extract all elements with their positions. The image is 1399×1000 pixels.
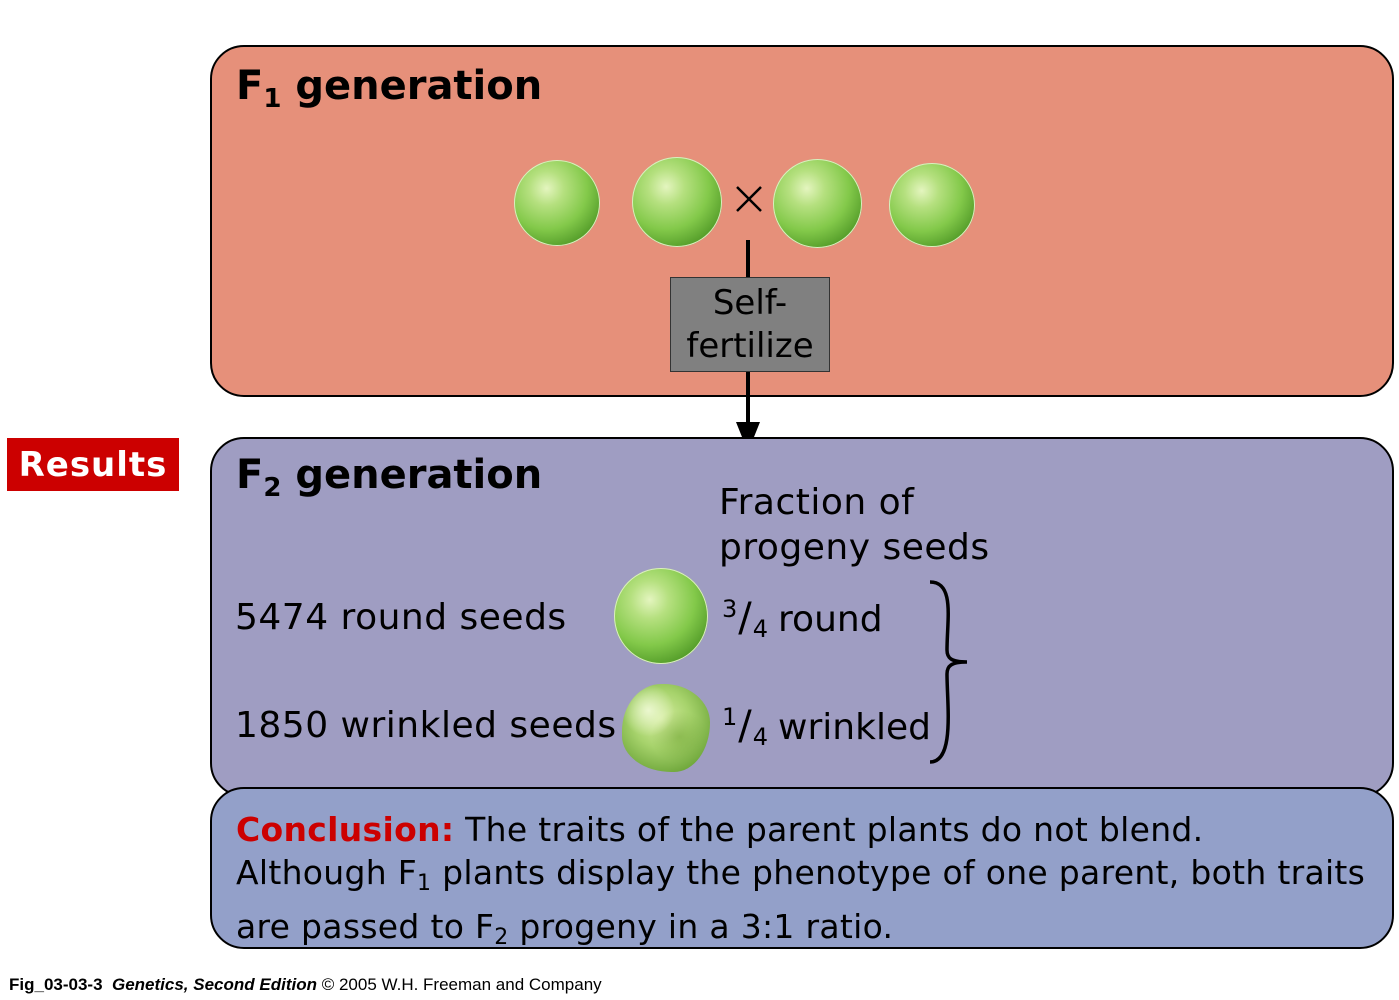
f1-generation-title: F1 generation — [236, 63, 543, 114]
copyright: © 2005 W.H. Freeman and Company — [316, 975, 602, 994]
self-fertilize-line-2: fertilize — [686, 325, 814, 366]
f1-round-pea-4 — [889, 163, 975, 247]
round-seed-count: 5474 round seeds — [235, 597, 567, 638]
f1-round-pea-3 — [773, 159, 862, 248]
self-fertilize-box: Self- fertilize — [670, 277, 830, 372]
conclusion-label: Conclusion: — [236, 810, 455, 849]
conclusion-line-2: Although F1 plants display the phenotype… — [236, 853, 1366, 896]
figure-caption: Fig_03-03-3 Genetics, Second Edition © 2… — [9, 975, 602, 995]
f2-wrinkled-pea — [622, 684, 710, 772]
right-brace-icon — [929, 580, 968, 764]
conclusion-line-3: are passed to F2 progeny in a 3:1 ratio. — [236, 907, 894, 950]
f1-round-pea-1 — [514, 160, 600, 246]
f2-generation-panel — [210, 437, 1394, 797]
conclusion-text: Conclusion: The traits of the parent pla… — [236, 808, 1386, 959]
self-fertilize-line-1: Self- — [712, 282, 788, 323]
figure-id: Fig_03-03-3 — [9, 975, 103, 994]
fraction-header: Fraction of progeny seeds — [719, 480, 990, 570]
conclusion-line-1: Conclusion: The traits of the parent pla… — [236, 810, 1204, 849]
cross-icon — [736, 186, 762, 212]
book-title: Genetics, Second Edition — [112, 975, 317, 994]
wrinkled-seed-count: 1850 wrinkled seeds — [235, 705, 617, 746]
fraction-header-line-2: progeny seeds — [719, 527, 990, 568]
fraction-header-line-1: Fraction of — [719, 482, 915, 523]
conclusion-panel — [210, 787, 1394, 949]
f2-round-pea — [614, 568, 708, 664]
f2-generation-title: F2 generation — [236, 452, 543, 503]
results-badge: Results — [7, 438, 179, 491]
f1-round-pea-2 — [632, 157, 722, 247]
